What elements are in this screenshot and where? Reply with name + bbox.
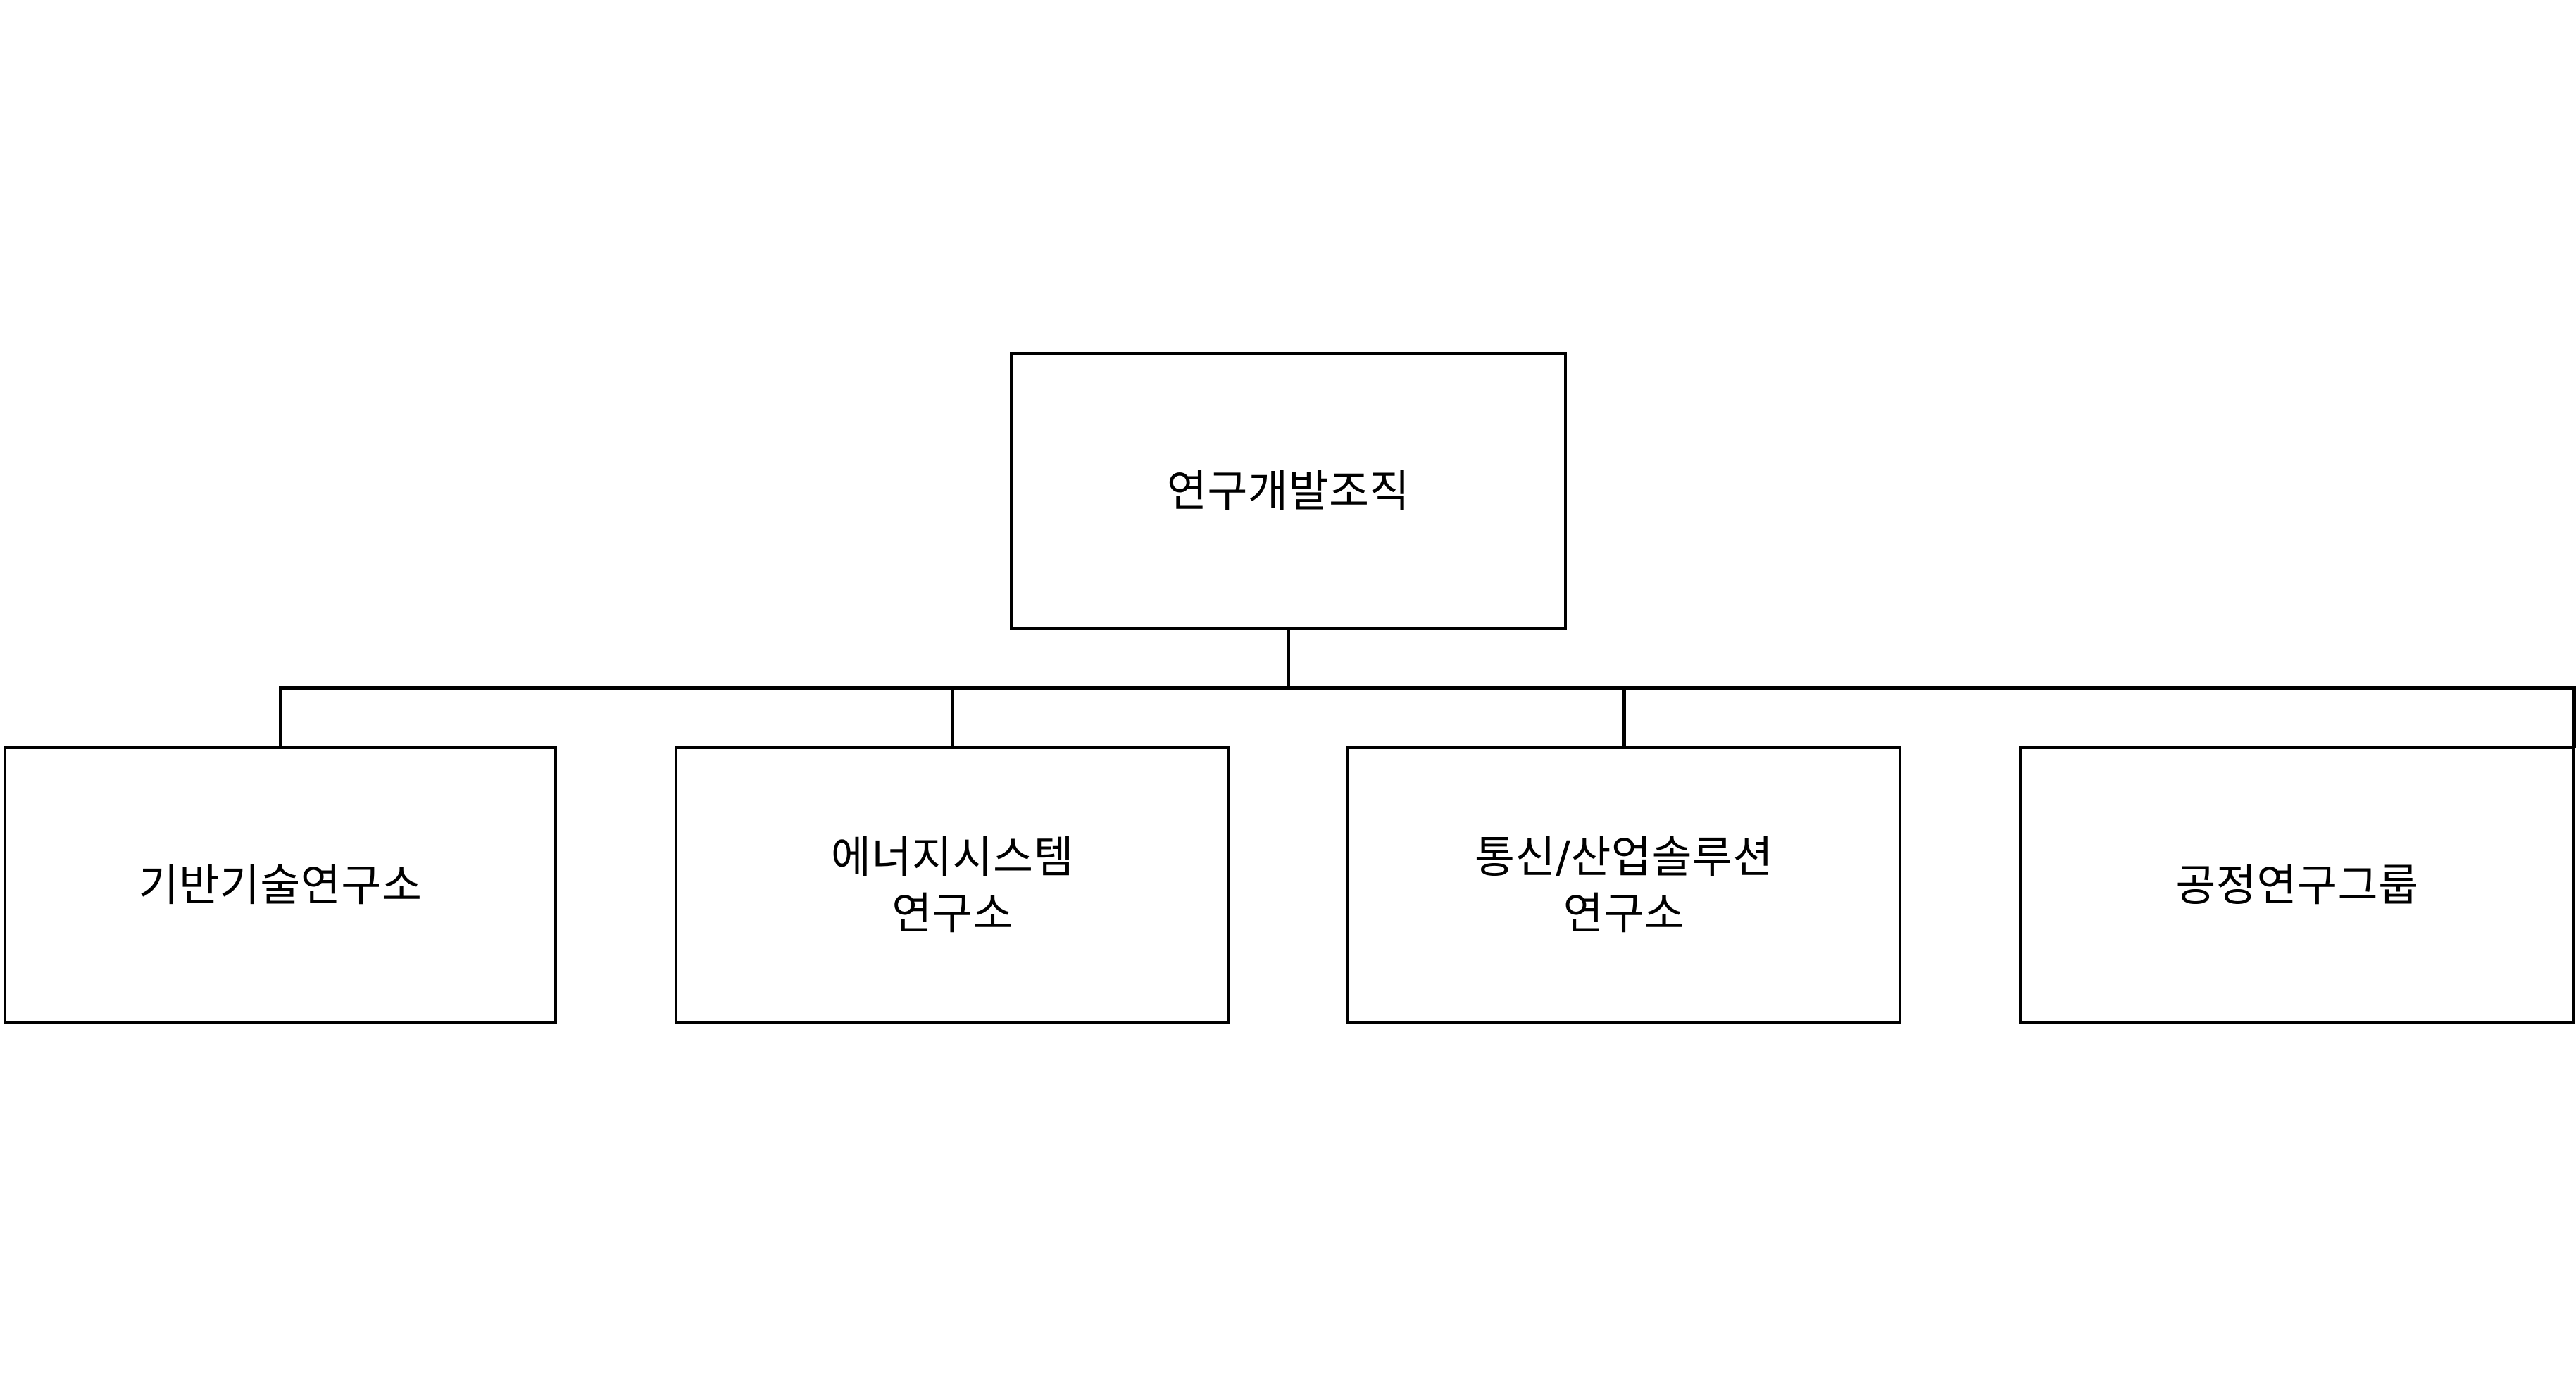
org-node-comm-industrial-solution-lab-label: 통신/산업솔루션 연구소 (1474, 831, 1774, 939)
org-node-energy-system-lab-label: 에너지시스템 연구소 (830, 831, 1075, 939)
org-node-comm-industrial-solution-lab[interactable]: 통신/산업솔루션 연구소 (1346, 746, 1901, 1024)
org-node-process-research-group-label: 공정연구그룹 (2175, 859, 2419, 911)
connector-drop-child-4 (2572, 686, 2576, 748)
org-node-base-tech-lab[interactable]: 기반기술연구소 (4, 746, 557, 1024)
org-node-root-label: 연구개발조직 (1166, 465, 1411, 517)
org-node-process-research-group[interactable]: 공정연구그룹 (2019, 746, 2575, 1024)
connector-root-drop (1287, 630, 1290, 689)
org-node-energy-system-lab[interactable]: 에너지시스템 연구소 (675, 746, 1230, 1024)
org-node-root[interactable]: 연구개발조직 (1010, 352, 1567, 630)
connector-horizontal-bus (280, 686, 2575, 690)
connector-drop-child-2 (951, 686, 954, 748)
connector-drop-child-1 (279, 686, 282, 748)
connector-drop-child-3 (1622, 686, 1626, 748)
org-node-base-tech-lab-label: 기반기술연구소 (138, 859, 423, 911)
